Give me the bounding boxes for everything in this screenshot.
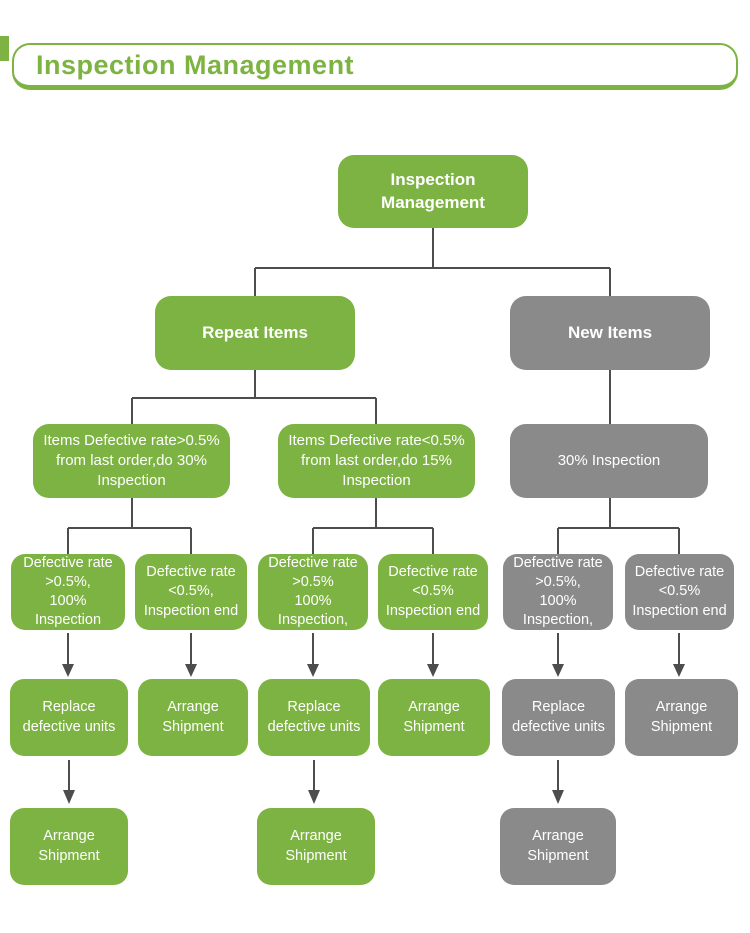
node-new-defect-low: Defective rate <0.5% Inspection end — [625, 554, 734, 630]
node-inspection-management: Inspection Management — [338, 155, 528, 228]
node-repeat-rate-low: Items Defective rate<0.5% from last orde… — [278, 424, 475, 498]
header-accent-bar — [0, 36, 9, 61]
node-new-arrange: Arrange Shipment — [625, 679, 738, 756]
page-header: Inspection Management — [12, 43, 738, 90]
node-repeat30-replace: Replace defective units — [10, 679, 128, 756]
node-repeat30-arrange: Arrange Shipment — [138, 679, 248, 756]
node-repeat30-final-shipment: Arrange Shipment — [10, 808, 128, 885]
node-new-defect-high: Defective rate >0.5%, 100% Inspection, — [503, 554, 613, 630]
node-repeat15-replace: Replace defective units — [258, 679, 370, 756]
node-new-final-shipment: Arrange Shipment — [500, 808, 616, 885]
arrowheads — [62, 664, 685, 804]
node-repeat30-defect-low: Defective rate <0.5%, Inspection end — [135, 554, 247, 630]
node-repeat15-defect-low: Defective rate <0.5% Inspection end — [378, 554, 488, 630]
node-repeat-rate-high: Items Defective rate>0.5% from last orde… — [33, 424, 230, 498]
node-repeat15-final-shipment: Arrange Shipment — [257, 808, 375, 885]
node-repeat15-defect-high: Defective rate >0.5% 100% Inspection, — [258, 554, 368, 630]
node-repeat-items: Repeat Items — [155, 296, 355, 370]
node-repeat30-defect-high: Defective rate >0.5%, 100% Inspection — [11, 554, 125, 630]
node-new-30-inspection: 30% Inspection — [510, 424, 708, 498]
node-repeat15-arrange: Arrange Shipment — [378, 679, 490, 756]
node-new-items: New Items — [510, 296, 710, 370]
node-new-replace: Replace defective units — [502, 679, 615, 756]
page-title: Inspection Management — [36, 49, 355, 80]
